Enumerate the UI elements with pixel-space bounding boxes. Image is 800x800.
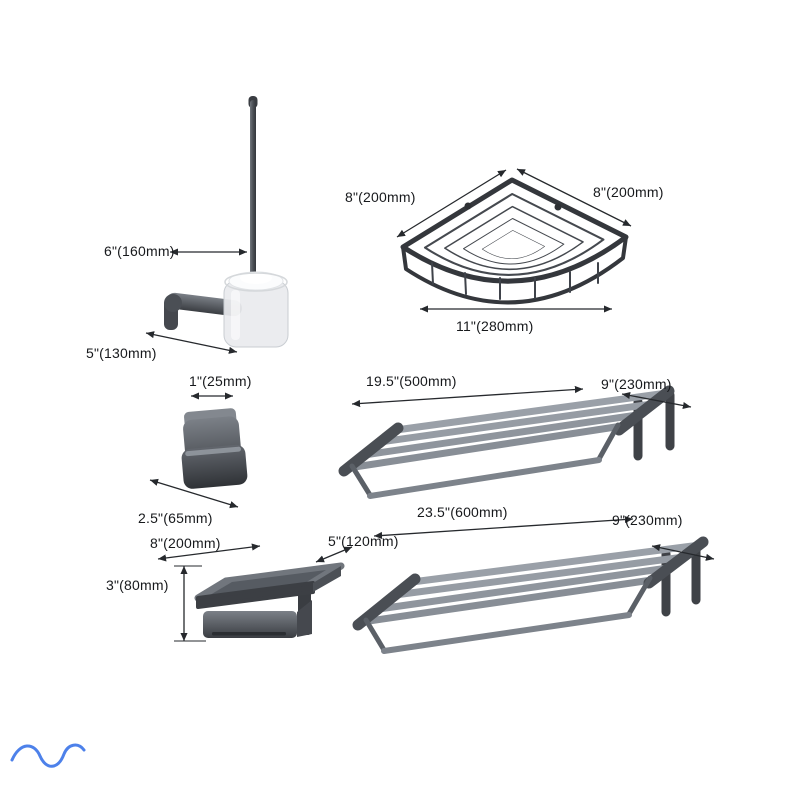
robe-hook-image	[181, 408, 248, 489]
basket-side-wall	[401, 235, 628, 305]
rack-600-end-left	[352, 573, 421, 631]
dim-label-brush-width: 6"(160mm)	[104, 243, 175, 259]
brush-handle	[250, 100, 256, 288]
dim-label-brush-base: 5"(130mm)	[86, 345, 157, 361]
dim-label-rack-500-depth: 9"(230mm)	[601, 376, 672, 392]
rack-500-rail-1	[344, 422, 626, 472]
dim-label-paper-width: 8"(200mm)	[150, 535, 221, 551]
watermark-squiggle	[10, 743, 86, 768]
brush-cup-highlight	[231, 290, 240, 340]
dimension-arrow-rack-500-depth	[621, 391, 692, 410]
rack-500-rail-2	[360, 411, 641, 459]
dim-label-basket-front: 11"(280mm)	[456, 318, 534, 334]
dim-label-rack-600-width: 23.5"(600mm)	[417, 504, 508, 520]
paper-holder-tray	[210, 570, 326, 595]
rack-500-rail-4	[392, 389, 671, 434]
towel-rack-600-image	[352, 536, 709, 654]
dim-label-rack-600-depth: 9"(230mm)	[612, 512, 683, 528]
dim-label-hook-top: 1"(25mm)	[189, 373, 252, 389]
basket-wire-4	[481, 230, 545, 260]
basket-screw-right	[554, 203, 562, 211]
basket-screw-left	[464, 202, 472, 210]
dim-label-paper-height: 3"(80mm)	[106, 577, 169, 593]
paper-holder-roll-flap	[203, 611, 297, 638]
towel-rack-500-image	[338, 385, 675, 499]
basket-side-wires	[431, 262, 599, 300]
toilet-brush-image	[164, 96, 289, 348]
dimension-extension-lines	[174, 565, 206, 642]
rack-600-bar-hangers	[363, 575, 653, 653]
brush-bristles-top	[240, 272, 272, 284]
hook-flap-highlight	[185, 446, 242, 457]
dimension-arrow-rack-500-width	[351, 385, 584, 408]
dimension-arrow-hook-length	[149, 478, 239, 509]
rack-600-rail-2	[375, 564, 672, 613]
rack-500-rail-3	[376, 400, 656, 446]
dimension-arrow-basket-right	[516, 168, 632, 227]
dimension-arrow-basket-left	[396, 169, 507, 238]
dimension-arrow-paper-width	[157, 543, 261, 562]
dimension-arrow-paper-depth	[315, 546, 353, 563]
dim-label-paper-depth: 5"(120mm)	[328, 533, 399, 549]
rack-600-towel-bar	[381, 612, 632, 654]
dim-label-hook-length: 2.5"(65mm)	[138, 510, 213, 526]
paper-holder-shelf-side	[313, 566, 341, 592]
brush-cup-rim	[224, 272, 288, 292]
paper-holder-flap-side	[297, 600, 312, 637]
brush-bracket-arm	[166, 292, 242, 317]
dimension-arrow-rack-600-width	[373, 515, 634, 540]
rack-600-rail-1	[358, 576, 656, 626]
paper-holder-slot	[212, 632, 286, 636]
dimension-arrows	[145, 168, 715, 641]
paper-holder-image	[194, 562, 345, 638]
rack-600-rail-3	[391, 553, 688, 599]
rack-500-bar-hangers	[349, 422, 621, 498]
dimension-arrow-rack-600-depth	[651, 544, 715, 561]
hook-flap	[181, 444, 248, 489]
basket-wire-2	[444, 205, 584, 271]
basket-wire-1	[423, 192, 605, 276]
dim-label-basket-left: 8"(200mm)	[345, 189, 416, 205]
brush-bracket-cap	[164, 294, 182, 312]
dim-label-basket-right: 8"(200mm)	[593, 184, 664, 200]
dim-label-rack-500-width: 19.5"(500mm)	[366, 373, 457, 389]
dimension-arrow-brush-base	[145, 331, 238, 354]
rack-500-towel-bar	[367, 457, 602, 499]
